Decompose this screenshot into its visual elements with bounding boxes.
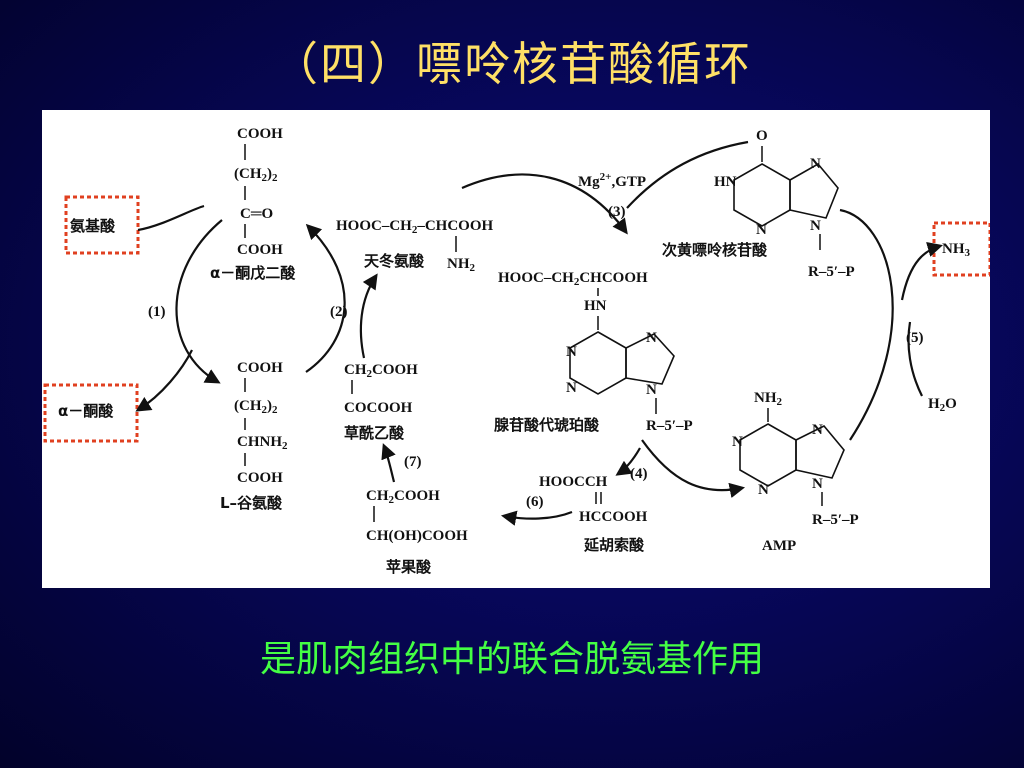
svg-text:次黄嘌呤核苷酸: 次黄嘌呤核苷酸: [662, 241, 768, 259]
svg-text:N: N: [756, 222, 767, 238]
step-6-label: (6): [526, 494, 544, 510]
slide-title: （四）嘌呤核苷酸循环: [272, 37, 752, 91]
svg-text:延胡索酸: 延胡索酸: [583, 536, 645, 554]
svg-text:(CH2)2: (CH2)2: [234, 398, 278, 416]
amino-acid-label: 氨基酸: [70, 217, 116, 235]
svg-text:CH2COOH: CH2COOH: [344, 362, 418, 380]
l-glutamate: COOH (CH2)2 CHNH2 COOH L–谷氨酸: [220, 360, 288, 512]
svg-text:R–5′–P: R–5′–P: [812, 512, 859, 528]
svg-text:α－酮戊二酸: α－酮戊二酸: [210, 264, 296, 282]
svg-text:HN: HN: [714, 174, 737, 190]
alpha-ketoglutarate: COOH (CH2)2 C═O COOH α－酮戊二酸: [210, 126, 296, 282]
svg-text:CH2COOH: CH2COOH: [366, 488, 440, 506]
svg-text:苹果酸: 苹果酸: [386, 558, 432, 576]
svg-text:R–5′–P: R–5′–P: [808, 264, 855, 280]
diagram-panel: 氨基酸 α－酮酸 NH3 COOH (CH2)2 C═O COOH α－酮戊二酸…: [42, 110, 992, 588]
svg-text:NH2: NH2: [754, 390, 783, 408]
nh3-label: NH3: [942, 241, 971, 259]
svg-text:N: N: [646, 330, 657, 346]
svg-text:草酰乙酸: 草酰乙酸: [344, 424, 405, 442]
svg-text:N: N: [810, 218, 821, 234]
alpha-keto-acid-label: α－酮酸: [58, 402, 114, 420]
svg-text:(CH2)2: (CH2)2: [234, 166, 278, 184]
svg-text:COOH: COOH: [237, 470, 283, 486]
svg-text:O: O: [756, 128, 768, 144]
step-1-label: (1): [148, 304, 166, 320]
svg-text:COOH: COOH: [237, 126, 283, 142]
amino-acid-box: [64, 195, 140, 255]
purine-nucleotide-cycle-diagram: 氨基酸 α－酮酸 NH3 COOH (CH2)2 C═O COOH α－酮戊二酸…: [43, 126, 992, 576]
svg-text:HCCOOH: HCCOOH: [579, 509, 648, 525]
svg-text:N: N: [566, 344, 577, 360]
mg-gtp-cofactor: Mg2+,GTP: [578, 171, 646, 190]
svg-text:COOH: COOH: [237, 242, 283, 258]
svg-text:N: N: [812, 476, 823, 492]
aspartate: HOOC–CH2–CHCOOH NH2 天冬氨酸: [336, 218, 494, 274]
svg-text:N: N: [646, 382, 657, 398]
svg-text:HOOCCH: HOOCCH: [539, 474, 608, 490]
svg-text:C═O: C═O: [240, 206, 273, 222]
svg-text:HOOC–CH2CHCOOH: HOOC–CH2CHCOOH: [498, 270, 648, 288]
svg-text:NH2: NH2: [447, 256, 476, 274]
alpha-keto-acid-box: [43, 383, 139, 443]
fumarate: HOOCCH HCCOOH 延胡索酸: [539, 474, 648, 554]
svg-text:N: N: [732, 434, 743, 450]
step-5-label: (5): [906, 330, 924, 346]
adenylosuccinate: HOOC–CH2CHCOOH HN N N N N 腺苷酸代琥珀酸 R–5′–P: [494, 270, 693, 434]
malate: CH2COOH CH(OH)COOH 苹果酸: [366, 488, 468, 576]
reaction-arrows: [135, 140, 943, 526]
svg-text:CH(OH)COOH: CH(OH)COOH: [366, 528, 468, 544]
oxaloacetate: CH2COOH COCOOH 草酰乙酸: [344, 362, 418, 442]
svg-text:N: N: [812, 422, 823, 438]
svg-text:腺苷酸代琥珀酸: 腺苷酸代琥珀酸: [494, 416, 600, 434]
imp: O HN N N N 次黄嘌呤核苷酸 R–5′–P: [662, 128, 855, 280]
amp: NH2 N N N N AMP R–5′–P: [732, 390, 859, 554]
svg-text:COCOOH: COCOOH: [344, 400, 413, 416]
svg-text:HOOC–CH2–CHCOOH: HOOC–CH2–CHCOOH: [336, 218, 494, 236]
step-7-label: (7): [404, 454, 422, 470]
step-4-label: (4): [630, 466, 648, 482]
svg-text:N: N: [810, 156, 821, 172]
svg-text:HN: HN: [584, 298, 607, 314]
svg-text:AMP: AMP: [762, 538, 796, 554]
slide-caption: 是肌肉组织中的联合脱氨基作用: [259, 639, 764, 680]
svg-text:COOH: COOH: [237, 360, 283, 376]
svg-text:R–5′–P: R–5′–P: [646, 418, 693, 434]
svg-text:N: N: [566, 380, 577, 396]
water-label: H2O: [928, 396, 957, 414]
svg-text:L–谷氨酸: L–谷氨酸: [220, 494, 283, 512]
svg-text:N: N: [758, 482, 769, 498]
svg-text:天冬氨酸: 天冬氨酸: [364, 252, 425, 270]
svg-text:CHNH2: CHNH2: [237, 434, 288, 452]
step-3-label: (3): [608, 204, 626, 220]
